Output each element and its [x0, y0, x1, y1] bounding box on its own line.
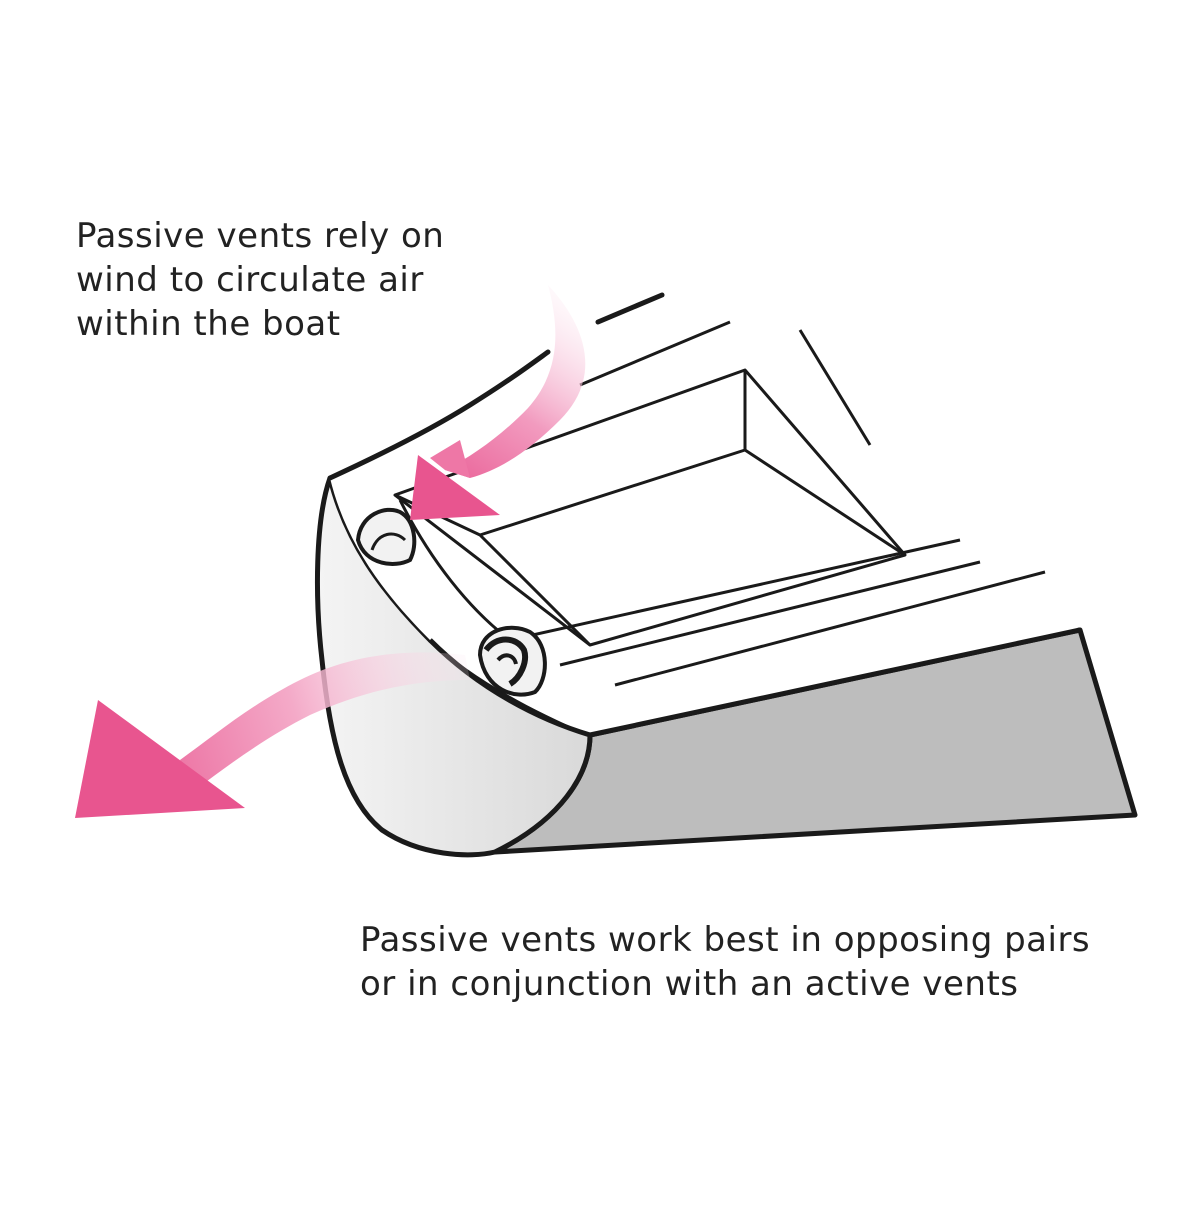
pink-curved-arrow-out: [75, 652, 470, 818]
gunwale-line: [327, 349, 551, 481]
pink-curved-arrow-in: [410, 285, 586, 520]
caption-line: or in conjunction with an active vents: [360, 964, 1019, 1004]
caption-line: Passive vents work best in opposing pair…: [360, 920, 1091, 960]
caption-passive-vents-wind: Passive vents rely on wind to circulate …: [76, 214, 444, 346]
deck-rail-line-2: [798, 329, 872, 446]
clamshell-vent-lower: [477, 625, 547, 697]
deck-inner-line-2: [559, 560, 981, 667]
gunwale-top: [595, 292, 665, 325]
clamshell-vent-upper: [355, 507, 417, 566]
caption-line: within the boat: [76, 304, 341, 344]
deck-rail-line: [579, 320, 731, 387]
caption-line: wind to circulate air: [76, 260, 424, 300]
caption-line: Passive vents rely on: [76, 216, 445, 256]
deck-inner-line-3: [614, 570, 1046, 687]
caption-passive-vents-pairs: Passive vents work best in opposing pair…: [360, 918, 1090, 1006]
